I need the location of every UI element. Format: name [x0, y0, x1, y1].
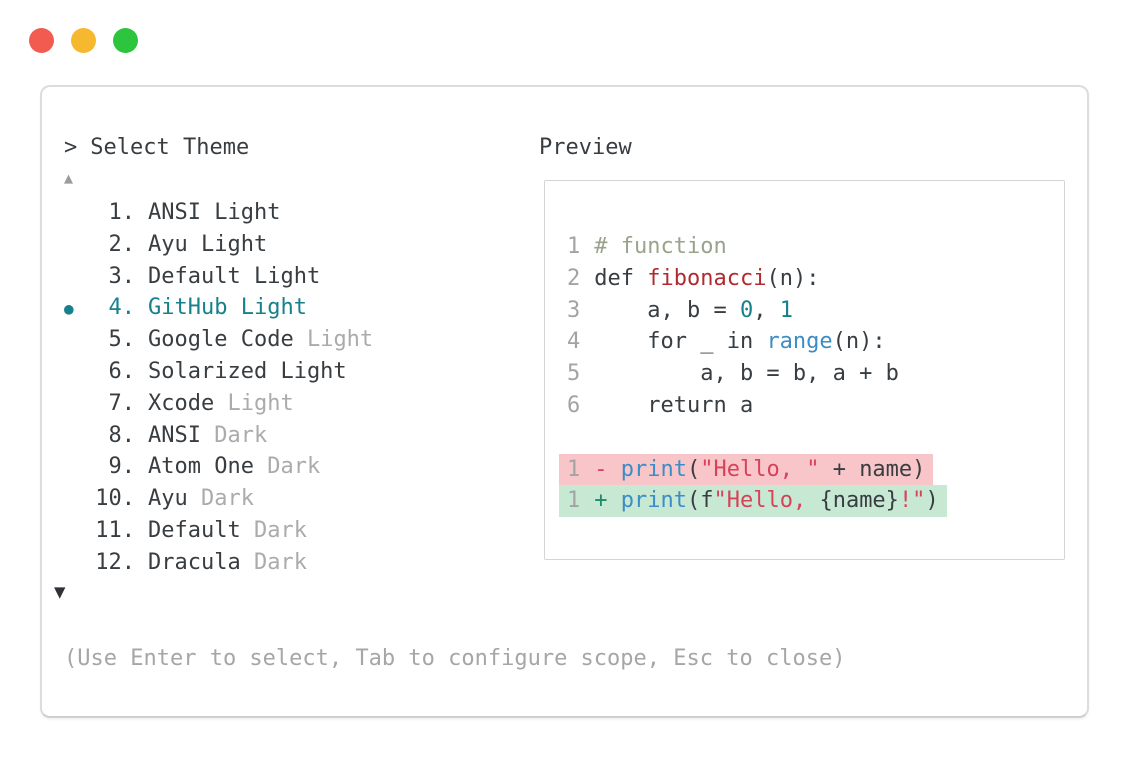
- theme-item-label: Dracula Dark: [148, 549, 307, 575]
- theme-item-number: 4.: [108, 295, 136, 321]
- selected-bullet-icon: ●: [64, 299, 74, 319]
- preview-label: Preview: [539, 135, 632, 160]
- theme-item-label: Ayu Light: [148, 231, 268, 257]
- theme-item[interactable]: 6. Solarized Light: [64, 356, 373, 388]
- page-title: Select Theme: [90, 135, 250, 160]
- theme-item-label: Xcode Light: [148, 390, 294, 416]
- theme-item[interactable]: 10. Ayu Dark: [64, 483, 373, 515]
- theme-item[interactable]: 12. Dracula Dark: [64, 547, 373, 579]
- diff-line-added: 1+ print(f"Hello, {name}!"): [559, 485, 1064, 518]
- theme-item-label: Atom One Dark: [148, 454, 321, 480]
- theme-item[interactable]: 1. ANSI Light: [64, 197, 373, 229]
- theme-item-number: 12.: [95, 549, 135, 575]
- code-line: 5 a, b = b, a + b: [567, 361, 899, 387]
- theme-item-number: 5.: [108, 327, 136, 353]
- zoom-button[interactable]: [113, 28, 138, 53]
- code-line: 4 for _ in range(n):: [567, 329, 886, 355]
- prompt-row: > Select Theme: [64, 132, 249, 164]
- theme-item[interactable]: 9. Atom One Dark: [64, 451, 373, 483]
- theme-list: 1. ANSI Light 2. Ayu Light 3. Default Light ● 4…: [64, 197, 373, 579]
- scroll-down-icon[interactable]: ▼: [54, 581, 66, 603]
- theme-item-number: 1.: [108, 200, 136, 225]
- theme-item-number: 6.: [108, 358, 136, 384]
- theme-item[interactable]: 8. ANSI Dark: [64, 420, 373, 452]
- theme-item-number: 9.: [108, 454, 136, 480]
- theme-item[interactable]: 5. Google Code Light: [64, 324, 374, 356]
- theme-item-number: 8.: [108, 422, 136, 448]
- theme-picker-window: > Select Theme ▲ 1. ANSI Light 2. Ayu Light 3…: [40, 85, 1089, 718]
- keyboard-hint: (Use Enter to select, Tab to configure s…: [64, 646, 846, 671]
- theme-item[interactable]: 3. Default Light: [64, 261, 373, 293]
- prompt-caret: >: [64, 135, 78, 160]
- theme-item-label: Default Light: [148, 263, 321, 289]
- window-controls: [29, 28, 138, 53]
- theme-item-label: Google Code Light: [148, 327, 374, 353]
- theme-item-number: 2.: [108, 231, 136, 257]
- theme-item-label: GitHub Light: [148, 295, 307, 321]
- theme-item-number: 10.: [95, 486, 135, 512]
- theme-item-number: 7.: [108, 390, 136, 416]
- diff-line-removed: 1- print("Hello, " + name): [559, 453, 1064, 486]
- theme-item-label: ANSI Dark: [148, 422, 268, 448]
- theme-item-label: Ayu Dark: [148, 486, 254, 512]
- theme-item[interactable]: ● 4. GitHub Light: [64, 292, 373, 324]
- code-line: 1# function: [567, 234, 727, 259]
- theme-item[interactable]: 11. Default Dark: [64, 515, 373, 547]
- minimize-button[interactable]: [71, 28, 96, 53]
- theme-item-label: ANSI Light: [148, 200, 281, 225]
- close-button[interactable]: [29, 28, 54, 53]
- code-line: 6 return a: [567, 392, 754, 418]
- code-line: [559, 422, 1064, 454]
- theme-item[interactable]: 2. Ayu Light: [64, 229, 373, 261]
- theme-item-number: 11.: [95, 517, 135, 543]
- scroll-up-icon[interactable]: ▲: [64, 169, 74, 187]
- theme-item[interactable]: 7. Xcode Light: [64, 388, 373, 420]
- theme-item-number: 3.: [108, 263, 136, 289]
- code-line: 3 a, b = 0, 1: [567, 297, 793, 323]
- theme-item-label: Solarized Light: [148, 358, 347, 384]
- theme-item-label: Default Dark: [148, 517, 307, 543]
